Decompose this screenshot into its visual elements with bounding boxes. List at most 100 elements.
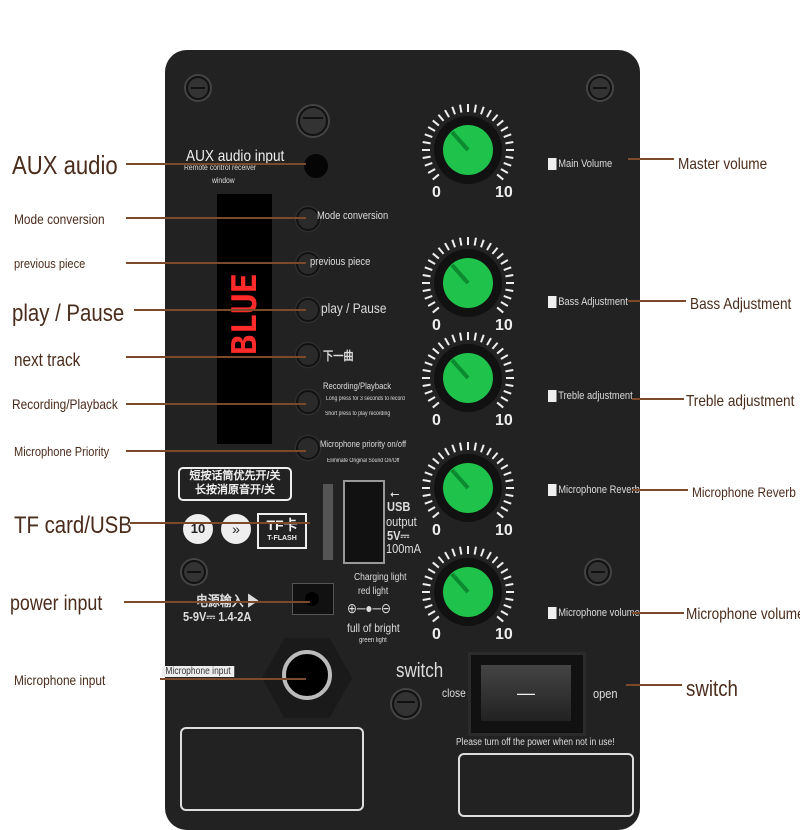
- master-volume-label: Master volume: [678, 156, 768, 173]
- knob-min-label: 0: [432, 626, 441, 643]
- usb-output-label: output: [386, 514, 417, 529]
- logo-10-icon: 10: [183, 514, 213, 544]
- power-jack[interactable]: [292, 583, 334, 615]
- knob-min-label: 0: [432, 412, 441, 429]
- recording-playback-label: Recording/Playback: [12, 396, 118, 412]
- mode-label: Mode conversion: [317, 210, 389, 222]
- mic-priority-button[interactable]: [296, 436, 320, 460]
- bottom-plate-right: [458, 753, 634, 817]
- screw-icon: [186, 76, 210, 100]
- aux-input-label: AUX audio input: [186, 148, 285, 165]
- tf-card-usb-label: TF card/USB: [14, 512, 132, 539]
- eliminate-label: Eliminate Original Sound On/Off: [327, 458, 400, 464]
- knob-min-label: 0: [432, 522, 441, 539]
- play-pause-label: play / Pause: [12, 300, 125, 327]
- knob-3[interactable]: [418, 438, 518, 538]
- record-short-label: Short press to play recording: [325, 411, 391, 417]
- knob-min-label: 0: [432, 184, 441, 201]
- display-text: BLUE: [225, 273, 265, 355]
- switch-panel-label: switch: [396, 660, 444, 682]
- usb-icon: ⭠: [390, 485, 400, 501]
- charging-label: Charging light: [354, 572, 407, 583]
- mic-priority-label: Microphone priority on/off: [320, 439, 407, 449]
- knob-dial-icon: [422, 104, 514, 184]
- microphone-priority-label: Microphone Priority: [14, 444, 110, 459]
- knob-max-label: 10: [495, 412, 513, 429]
- previous-label: previous piece: [310, 256, 371, 268]
- green-light-label: green light: [359, 637, 387, 644]
- power-switch[interactable]: —: [468, 652, 586, 736]
- mode-button[interactable]: [296, 207, 320, 231]
- next-track-label: next track: [14, 350, 81, 370]
- cn-line-2: 长按消原音开/关: [194, 484, 276, 496]
- switch-rocker: —: [481, 665, 571, 721]
- screw-icon: [182, 560, 206, 584]
- knob-max-label: 10: [495, 522, 513, 539]
- full-label: full of bright: [347, 621, 400, 635]
- speed-logo-icon: »: [221, 514, 251, 544]
- knob-4[interactable]: [418, 542, 518, 642]
- power-input-label: power input: [10, 592, 103, 615]
- play-pause-button[interactable]: [296, 298, 320, 322]
- chinese-instruction-box: 短按话筒优先开/关 长按消原音开/关: [178, 467, 292, 501]
- knob-min-label: 0: [432, 317, 441, 334]
- tf-logo-text: TF卡: [266, 517, 298, 533]
- led-display: BLUE: [217, 194, 272, 444]
- aux-audio-label: AUX audio: [12, 150, 118, 180]
- treble-adjustment-label: Treble adjustment: [686, 393, 795, 410]
- knob-panel-label: Treble adjustment: [548, 390, 633, 402]
- open-label: open: [593, 686, 618, 701]
- usb-label: USB: [387, 499, 411, 514]
- tf-slot[interactable]: [323, 484, 333, 560]
- knob-1[interactable]: [418, 233, 518, 333]
- mic-input-tag: Microphone input: [162, 666, 235, 677]
- previous-button[interactable]: [296, 252, 320, 276]
- switch-label: switch: [686, 676, 738, 701]
- record-button[interactable]: [296, 390, 320, 414]
- knob-dial-icon: [422, 332, 514, 412]
- knob-panel-label: Main Volume: [548, 158, 613, 170]
- record-label: Recording/Playback: [323, 381, 392, 391]
- knob-dial-icon: [422, 442, 514, 522]
- knob-panel-label: Microphone volume: [548, 607, 640, 619]
- usb-current: 100mA: [386, 541, 422, 556]
- microphone-reverb-label: Microphone Reverb: [692, 484, 796, 500]
- warning-label: Please turn off the power when not in us…: [456, 737, 615, 748]
- mode-conversion-label: Mode conversion: [14, 211, 105, 227]
- microphone-input-label: Microphone input: [14, 672, 106, 688]
- knob-dial-icon: [422, 546, 514, 626]
- bass-adjustment-label: Bass Adjustment: [690, 296, 792, 313]
- aux-jack[interactable]: [304, 154, 328, 178]
- red-light-label: red light: [358, 586, 389, 597]
- tf-card-logo: TF卡 T-FLASH: [257, 513, 307, 549]
- microphone-volume-label: Microphone volume: [686, 606, 800, 623]
- close-label: close: [442, 686, 466, 700]
- knob-dial-icon: [422, 237, 514, 317]
- screw-icon: [392, 690, 420, 718]
- usb-port[interactable]: [343, 480, 385, 564]
- knob-max-label: 10: [495, 626, 513, 643]
- knob-panel-label: Microphone Reverb: [548, 484, 640, 496]
- knob-max-label: 10: [495, 184, 513, 201]
- window-label: window: [212, 176, 235, 185]
- play-label: play / Pause: [321, 300, 387, 316]
- previous-piece-label: previous piece: [14, 256, 86, 271]
- usb-voltage: 5V⎓: [387, 528, 410, 543]
- next-label: 下一曲: [323, 349, 354, 363]
- record-long-label: Long press for 3 seconds to record: [326, 396, 405, 402]
- knob-panel-label: Bass Adjustment: [548, 296, 628, 308]
- knob-0[interactable]: [418, 100, 518, 200]
- mic-jack-hole: [282, 650, 332, 700]
- cn-line-1: 短按话筒优先开/关: [189, 470, 281, 482]
- screw-icon: [586, 560, 610, 584]
- power-spec-label: 5-9V⎓ 1.4-2A: [183, 609, 252, 624]
- battery-icon: ⊕─●─⊖: [347, 600, 392, 616]
- tf-flash-text: T-FLASH: [267, 535, 297, 542]
- remote-label: Remote control receiver: [184, 163, 257, 172]
- next-button[interactable]: [296, 343, 320, 367]
- screw-icon: [298, 106, 328, 136]
- screw-icon: [588, 76, 612, 100]
- bottom-plate-left: [180, 727, 364, 811]
- knob-max-label: 10: [495, 317, 513, 334]
- knob-2[interactable]: [418, 328, 518, 428]
